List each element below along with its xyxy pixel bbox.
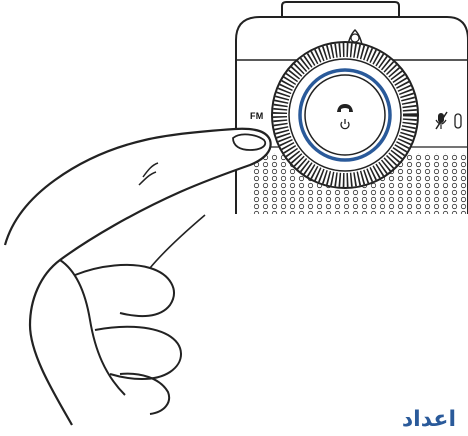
hand-illustration: [5, 129, 271, 425]
dial-knob[interactable]: [272, 42, 418, 188]
caption: اعداد: [402, 407, 456, 432]
mount-top: [282, 2, 399, 17]
led-indicator: [351, 34, 359, 42]
fm-label[interactable]: FM: [250, 111, 263, 121]
switch-icon[interactable]: [455, 114, 461, 128]
